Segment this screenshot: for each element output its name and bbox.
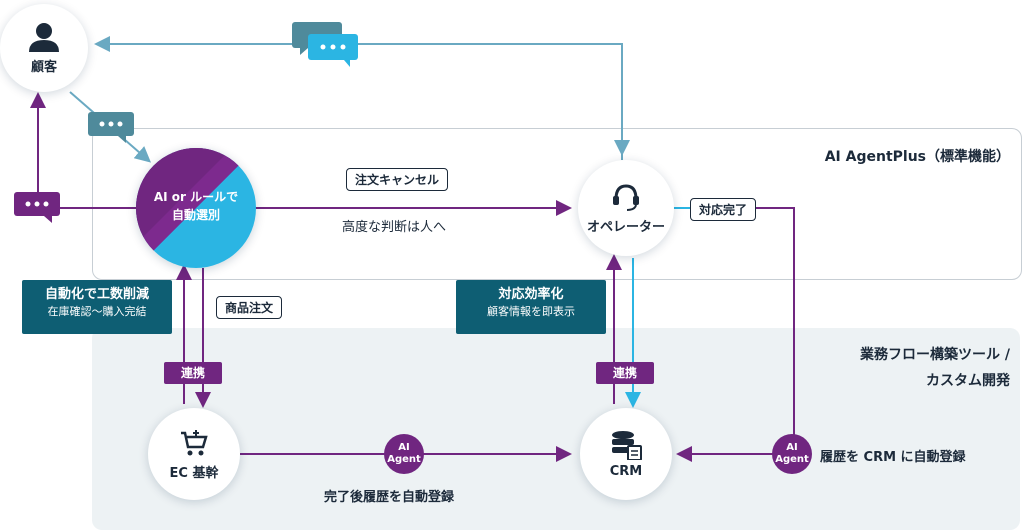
workflow-panel xyxy=(92,328,1020,530)
sync-tag-left: 連携 xyxy=(164,362,222,384)
ai-agent-badge-line1: AI xyxy=(398,442,410,453)
router-label-line2: 自動選別 xyxy=(171,208,220,222)
efficiency-callout: 対応効率化 顧客情報を即表示 xyxy=(456,280,606,334)
operator-label: オペレーター xyxy=(586,219,665,235)
cancel-label: 注文キャンセル xyxy=(346,168,449,191)
headset-icon xyxy=(613,183,639,211)
operator-node: オペレーター xyxy=(578,160,674,256)
done-label: 対応完了 xyxy=(690,198,757,221)
ai-agent-badge: AI Agent xyxy=(772,434,812,474)
ai-agent-badge-line2: Agent xyxy=(775,454,809,465)
workflow-panel-title-line1: 業務フロー構築ツール / xyxy=(860,347,1010,363)
ai-agent-badge-line2: Agent xyxy=(387,454,421,465)
ec-node: EC 基幹 xyxy=(148,408,240,500)
efficiency-callout-sub: 顧客情報を即表示 xyxy=(487,305,575,318)
router-label-line1: AI or ルールで xyxy=(153,190,239,204)
ai-agent-badge: AI Agent xyxy=(384,434,424,474)
escalate-label: 高度な判断は人へ xyxy=(342,220,447,235)
automation-callout-title: 自動化で工数削減 xyxy=(44,287,149,302)
sync-tag-right: 連携 xyxy=(596,362,654,384)
ec-label: EC 基幹 xyxy=(169,465,219,481)
database-icon xyxy=(612,430,642,460)
customer-label: 顧客 xyxy=(30,59,57,75)
customer-node: 顧客 xyxy=(0,4,88,92)
automation-callout: 自動化で工数削減 在庫確認〜購入完結 xyxy=(22,280,172,334)
operator-to-customer-line xyxy=(94,36,623,160)
operator-to-crm-line xyxy=(672,207,795,462)
router-split-graphic xyxy=(136,148,256,268)
automation-callout-sub: 在庫確認〜購入完結 xyxy=(47,305,147,318)
crm-label: CRM xyxy=(609,463,643,479)
history-crm-label: 履歴を CRM に自動登録 xyxy=(820,450,966,465)
crm-node: CRM xyxy=(580,408,672,500)
cart-icon xyxy=(181,429,208,455)
efficiency-callout-title: 対応効率化 xyxy=(498,287,564,302)
agentplus-panel-title: AI AgentPlus（標準機能） xyxy=(824,149,1010,165)
router-node: AI or ルールで 自動選別 xyxy=(136,148,256,268)
chat-bubble-purple-icon xyxy=(14,192,60,223)
chat-bubbles-icon xyxy=(292,22,358,67)
person-icon xyxy=(29,22,59,52)
ai-agent-badge-line1: AI xyxy=(786,442,798,453)
chat-bubble-icon xyxy=(88,112,134,143)
workflow-panel-title-line2: カスタム開発 xyxy=(926,373,1010,389)
order-label: 商品注文 xyxy=(216,296,283,319)
auto-register-label: 完了後履歴を自動登録 xyxy=(324,490,455,505)
